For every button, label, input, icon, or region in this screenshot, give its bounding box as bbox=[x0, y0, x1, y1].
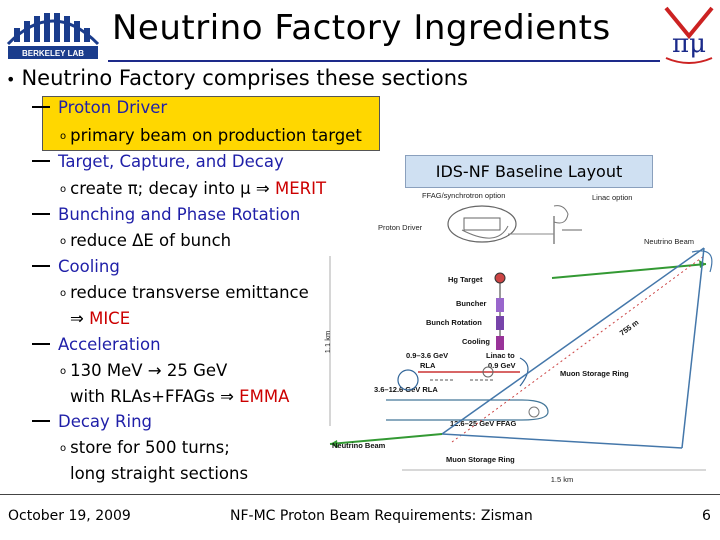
emma-label: EMMA bbox=[239, 387, 290, 406]
gev-range1-label: 0.9–3.6 GeV bbox=[406, 351, 448, 360]
buncher-marker bbox=[496, 298, 504, 312]
section-proton-driver: Proton Driver bbox=[32, 98, 167, 117]
storage-ring-side bbox=[681, 247, 705, 449]
footer-divider bbox=[0, 494, 720, 495]
section-detail-2: with RLAs+FFAGs ⇒ EMMA bbox=[70, 387, 290, 406]
ffag-label: 12.6–25 GeV FFAG bbox=[450, 419, 516, 428]
mice-label: MICE bbox=[89, 309, 131, 328]
intro-bullet: •Neutrino Factory comprises these sectio… bbox=[6, 66, 468, 90]
berkeley-lab-logo: BERKELEY LAB bbox=[4, 4, 102, 66]
neutrino-beam-bottom-label: Neutrino Beam bbox=[332, 441, 386, 450]
scale-diagonal-label: 755 m bbox=[618, 318, 641, 338]
hg-target-label: Hg Target bbox=[448, 275, 483, 284]
cooling-marker bbox=[496, 336, 504, 350]
section-heading: Acceleration bbox=[58, 335, 161, 354]
scale-vertical-label: 1.1 km bbox=[323, 331, 332, 354]
section-detail-2: ⇒ MICE bbox=[70, 309, 131, 328]
diagram-title: IDS-NF Baseline Layout bbox=[405, 155, 653, 188]
section-heading: Cooling bbox=[58, 257, 120, 276]
scale-bottom-label: 1.5 km bbox=[551, 475, 574, 484]
footer-date: October 19, 2009 bbox=[8, 508, 131, 524]
muon-storage-ring-right-label: Muon Storage Ring bbox=[560, 369, 629, 378]
linac-to-label: Linac to bbox=[486, 351, 515, 360]
storage-ring-long-side bbox=[441, 247, 705, 435]
ffag-ring bbox=[447, 205, 517, 243]
neutrino-beam-top-label: Neutrino Beam bbox=[644, 237, 694, 246]
ids-nf-layout-diagram: FFAG/synchrotron option Linac option Pro… bbox=[322, 186, 714, 486]
section-bunching: Bunching and Phase Rotation bbox=[32, 205, 300, 224]
neutrino-beam-bottom-arrow bbox=[329, 433, 443, 445]
storage-ring-base bbox=[441, 433, 683, 449]
section-acceleration: Acceleration bbox=[32, 335, 161, 354]
ffag-ring-lower bbox=[386, 399, 549, 421]
section-heading: Decay Ring bbox=[58, 412, 153, 431]
rla-arc-left bbox=[397, 369, 419, 391]
bunch-rotation-label: Bunch Rotation bbox=[426, 318, 482, 327]
section-detail-2: long straight sections bbox=[70, 464, 249, 483]
cooling-label: Cooling bbox=[462, 337, 490, 346]
intro-text: Neutrino Factory comprises these section… bbox=[21, 66, 468, 90]
hg-target-marker bbox=[494, 272, 506, 284]
section-cooling: Cooling bbox=[32, 257, 120, 276]
ffag-inner bbox=[463, 217, 501, 231]
linac-option-label: Linac option bbox=[592, 193, 632, 202]
muon-storage-ring-bottom-label: Muon Storage Ring bbox=[446, 455, 515, 464]
page-number: 6 bbox=[702, 508, 711, 524]
section-heading: Proton Driver bbox=[58, 98, 168, 117]
ffag-option-label: FFAG/synchrotron option bbox=[422, 191, 505, 200]
section-heading: Target, Capture, and Decay bbox=[58, 152, 284, 171]
footer-talk-title: NF-MC Proton Beam Requirements: Zisman bbox=[230, 508, 533, 524]
nf-mc-logo: πμ bbox=[660, 2, 718, 66]
buncher-label: Buncher bbox=[456, 299, 487, 308]
svg-text:πμ: πμ bbox=[672, 29, 706, 59]
merit-label: MERIT bbox=[274, 179, 327, 198]
section-heading: Bunching and Phase Rotation bbox=[58, 205, 301, 224]
section-decay-ring: Decay Ring bbox=[32, 412, 152, 431]
bunch-rotation-marker bbox=[496, 316, 504, 330]
rla-label: RLA bbox=[420, 361, 436, 370]
berkeley-lab-logo-text: BERKELEY LAB bbox=[22, 49, 84, 58]
proton-driver-highlight bbox=[42, 96, 380, 151]
neutrino-beam-top-arrow bbox=[551, 263, 707, 279]
section-target-capture: Target, Capture, and Decay bbox=[32, 152, 284, 171]
title-divider bbox=[108, 60, 660, 62]
linac-gev-label: 0.9 GeV bbox=[488, 361, 516, 370]
proton-driver-label: Proton Driver bbox=[378, 223, 423, 232]
page-title: Neutrino Factory Ingredients bbox=[112, 8, 611, 48]
